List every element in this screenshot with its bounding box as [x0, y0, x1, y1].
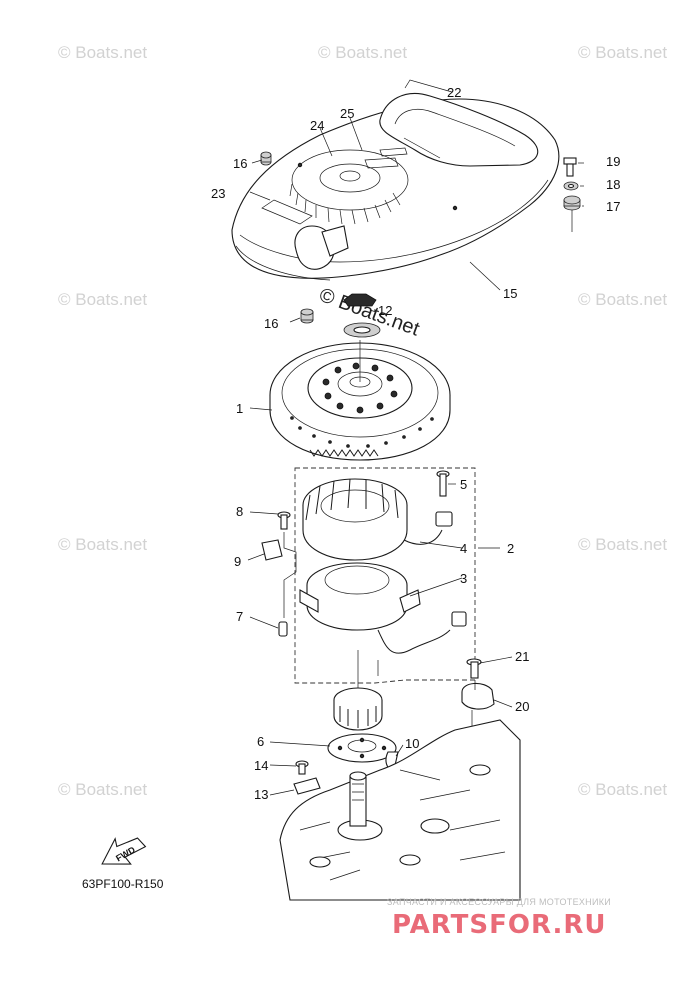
pin-7	[278, 621, 288, 637]
stator-assembly-box	[294, 467, 476, 684]
flywheel-cover	[231, 92, 560, 281]
diagram-code: 63PF100-R150	[82, 877, 164, 891]
watermark: © Boats.net	[58, 535, 147, 554]
watermark: © Boats.net	[578, 535, 667, 554]
callout-20: 20	[515, 699, 529, 714]
callout-8: 8	[236, 504, 243, 519]
washer-18	[563, 181, 579, 191]
grommet-17	[563, 195, 581, 211]
flywheel	[269, 340, 451, 461]
callout-6: 6	[257, 734, 264, 749]
callout-24: 24	[310, 118, 324, 133]
callout-25: 25	[340, 106, 354, 121]
callout-21: 21	[515, 649, 529, 664]
callout-15: 15	[503, 286, 517, 301]
plate-6	[327, 733, 397, 763]
watermark: © Boats.net	[578, 780, 667, 799]
flywheel-holes	[290, 362, 434, 448]
callout-9: 9	[234, 554, 241, 569]
callout-22: 22	[447, 85, 461, 100]
callout-13: 13	[254, 787, 268, 802]
screw-8	[277, 511, 291, 530]
stator-bolt-5	[436, 470, 450, 497]
drive-hub	[333, 650, 383, 731]
base-pulser-coil	[299, 562, 467, 676]
clamp-20	[461, 682, 495, 710]
cover-grommet-16-top	[260, 151, 272, 166]
callout-16-top: 16	[233, 156, 247, 171]
callout-18: 18	[606, 177, 620, 192]
watermark: © Boats.net	[58, 43, 147, 62]
callout-7: 7	[236, 609, 243, 624]
screw-14	[295, 760, 309, 775]
callout-5: 5	[460, 477, 467, 492]
bracket-13	[293, 777, 321, 795]
callout-4: 4	[460, 541, 467, 556]
holder-9	[261, 539, 283, 561]
callout-23: 23	[211, 186, 225, 201]
callout-17: 17	[606, 199, 620, 214]
brand-logo: PARTSFOR.RU	[392, 910, 607, 940]
stator-coil	[302, 478, 453, 561]
callout-14: 14	[254, 758, 268, 773]
callout-2: 2	[507, 541, 514, 556]
fan-grille	[289, 149, 409, 225]
callout-numbers: 22 25 24 16 23 19 18 17 15 12 16 1 5 4 2…	[211, 85, 620, 802]
callout-12: 12	[378, 303, 392, 318]
callout-10: 10	[405, 736, 419, 751]
bolt-21	[466, 658, 482, 679]
cover-grommet-16-bottom	[300, 308, 314, 324]
brand-tagline: ЗАПЧАСТИ И АКСЕССУАРЫ ДЛЯ МОТОТЕХНИКИ	[387, 897, 612, 907]
watermark: © Boats.net	[578, 43, 667, 62]
fwd-arrow-icon: FWD	[101, 837, 147, 865]
bolt-19	[563, 157, 577, 177]
watermark: © Boats.net	[318, 43, 407, 62]
engine-block	[279, 719, 521, 901]
callout-1: 1	[236, 401, 243, 416]
watermark: © Boats.net	[58, 290, 147, 309]
leader-lines	[247, 79, 584, 796]
callout-19: 19	[606, 154, 620, 169]
watermark: © Boats.net	[578, 290, 667, 309]
callout-16-bottom: 16	[264, 316, 278, 331]
watermark: © Boats.net	[58, 780, 147, 799]
nut-and-washer-12	[343, 293, 381, 338]
callout-3: 3	[460, 571, 467, 586]
